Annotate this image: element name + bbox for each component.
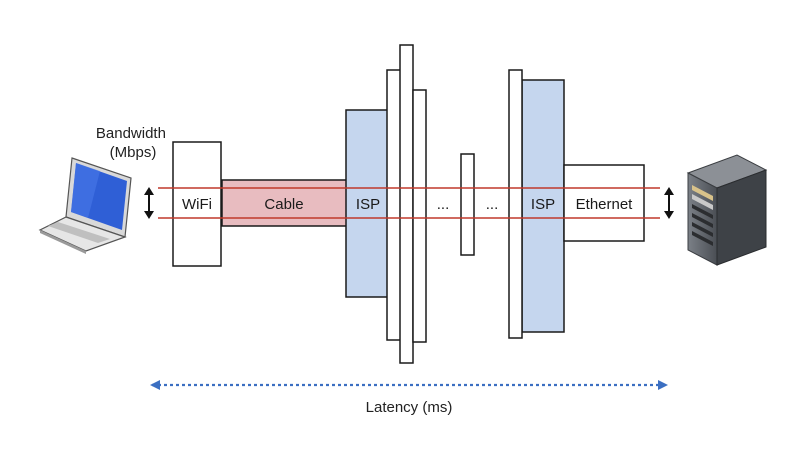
hop-panel-right [508, 69, 523, 339]
laptop-icon [38, 157, 132, 254]
ellipsis-left: ... [437, 196, 450, 213]
wifi-label: WiFi [182, 196, 212, 213]
double-arrow-vertical-icon [144, 187, 154, 219]
hop-panel-left-1 [386, 69, 402, 341]
hop-panel-middle [460, 153, 475, 256]
double-arrow-vertical-icon [664, 187, 674, 219]
ethernet-box [563, 164, 645, 242]
wifi-box [172, 141, 222, 267]
cable-label: Cable [264, 196, 303, 213]
hop-panel-left-2 [399, 44, 414, 364]
isp-left-label: ISP [356, 196, 380, 213]
bandwidth-label: Bandwidth (Mbps) [96, 125, 170, 161]
ethernet-label: Ethernet [576, 196, 634, 213]
bandwidth-label-line1: Bandwidth [96, 125, 166, 142]
server-icon [686, 154, 768, 266]
isp-left-box [345, 109, 391, 298]
bandwidth-label-line2: (Mbps) [110, 144, 157, 161]
isp-right-label: ISP [531, 196, 555, 213]
hop-panel-left-3 [412, 89, 427, 343]
ellipsis-right: ... [486, 196, 499, 213]
latency-label: Latency (ms) [366, 399, 453, 416]
